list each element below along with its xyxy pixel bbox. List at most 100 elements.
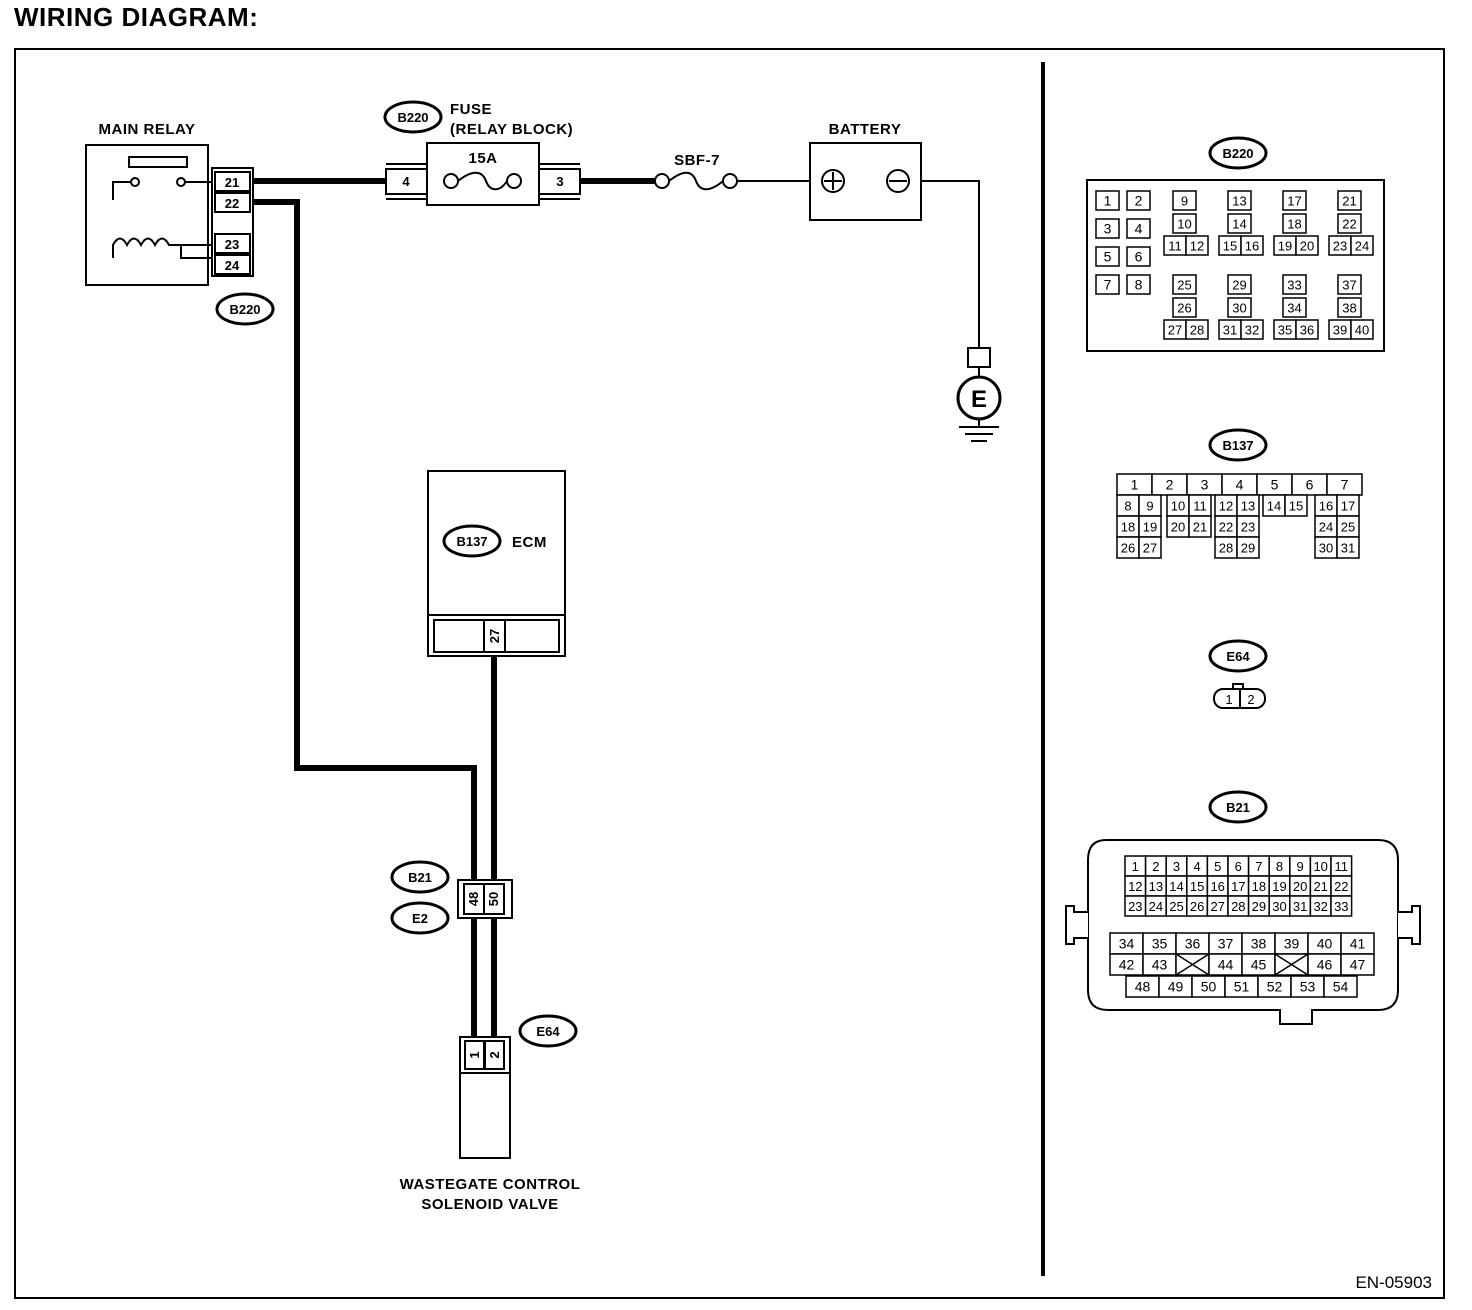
b21-pin-3-label: 3 [1173,859,1180,874]
b137-pin-13-label: 13 [1241,499,1255,514]
b220-pin-6-label: 6 [1135,249,1143,265]
b220-pin-39-label: 39 [1333,323,1347,338]
b137-pin-26-label: 26 [1121,541,1135,556]
battery-label: BATTERY [829,121,902,138]
b220-pin-30-cell [1227,297,1252,318]
b21-pin-33-cell [1330,895,1353,917]
b220-pin-40-label: 40 [1355,323,1369,338]
e64-view-id: E64 [1226,649,1250,664]
b220-pin-16-label: 16 [1245,239,1259,254]
b21-pin-54-label: 54 [1333,979,1349,995]
b137-pin-27-cell [1138,536,1162,559]
b137-pin-22-label: 22 [1219,520,1233,535]
ecm-pin-27-label: 27 [487,629,502,643]
ecm-pin-27 [483,619,506,653]
b137-pin-29-cell [1236,536,1260,559]
b21-pin-34-label: 34 [1119,936,1135,952]
b21-pin-29-label: 29 [1252,899,1266,914]
relay-connector-badge [215,292,275,326]
relay-switch-wire-left [112,181,131,200]
b137-pin-31-cell [1336,536,1360,559]
sbf-element-right [722,173,738,189]
wastegate-solenoid-valve: E64 1 2 WASTEGATE CONTROL SOLENOID VALVE [400,1014,580,1213]
b220-pin-24-label: 24 [1355,239,1369,254]
b21-view-latch-right [1398,905,1421,945]
ground-e: E [956,347,1002,442]
b220-pin-6-cell [1126,246,1151,267]
b137-pin-30-label: 30 [1319,541,1333,556]
relay-pin-22 [214,192,251,213]
b220-pin-25-cell [1172,274,1197,295]
b220-pin-9-label: 9 [1181,194,1188,209]
b137-pin-24-label: 24 [1319,520,1333,535]
relay-pin-21-label: 21 [225,175,239,190]
b21-view-latch-left [1065,905,1088,945]
relay-contact-bar [128,156,188,168]
relay-pin-23-label: 23 [225,237,239,252]
b220-pin-29-cell [1227,274,1252,295]
b21-view-badge [1208,790,1268,824]
b137-pin-16-label: 16 [1319,499,1333,514]
b137-pin-9-label: 9 [1146,499,1153,514]
b21-pin-43-label: 43 [1152,957,1168,973]
fuse-15a: B220 FUSE (RELAY BLOCK) 4 15A 3 [383,100,581,206]
solenoid-connector-badge [518,1014,578,1048]
b137-pin-4-label: 4 [1236,477,1244,493]
b220-pin-38-cell [1337,297,1362,318]
b21-pin-32-label: 32 [1313,899,1327,914]
b21-pin-2-label: 2 [1152,859,1159,874]
joint-connector-badge-top [390,860,450,894]
b21-view-id: B21 [1226,800,1250,815]
solenoid-pin-2-label: 2 [487,1051,502,1058]
b220-pin-4-cell [1126,218,1151,239]
fuse-connector-id: B220 [397,110,428,125]
b220-pin-32-label: 32 [1245,323,1259,338]
b21-pin-20-label: 20 [1293,879,1307,894]
b21-pin-4-label: 4 [1193,859,1200,874]
b21-pin-16-label: 16 [1210,879,1224,894]
ecm-label: ECM [512,534,547,551]
b137-pin-10-label: 10 [1171,499,1185,514]
b137-pin-27-label: 27 [1143,541,1157,556]
b220-pin-8-label: 8 [1135,277,1143,293]
b220-pin-14-label: 14 [1232,217,1246,232]
joint-pin-50 [483,883,505,915]
b137-pin-21-label: 21 [1193,520,1207,535]
b21-pin-42-label: 42 [1119,957,1135,973]
b220-pin-16-cell [1240,235,1264,256]
b21-pin-21-label: 21 [1313,879,1327,894]
b220-pin-37-cell [1337,274,1362,295]
b220-pin-17-cell [1282,190,1307,211]
b21-pin-48-label: 48 [1135,979,1151,995]
b220-pin-1-label: 1 [1104,193,1112,209]
b220-pin-8-cell [1126,274,1151,295]
b220-pin-2-cell [1126,190,1151,211]
b220-pin-3-label: 3 [1104,221,1112,237]
fuse-rating: 15A [468,150,497,167]
b220-view-id: B220 [1222,146,1253,161]
fuse-pin-4-label: 4 [402,174,410,189]
b21-pin-46-label: 46 [1317,957,1333,973]
b220-pin-11-label: 11 [1168,239,1182,254]
b220-pin-24-cell [1350,235,1374,256]
fuse-label: FUSE [450,101,492,118]
main-relay-label: MAIN RELAY [99,121,196,138]
b21-pin-45-label: 45 [1251,957,1267,973]
b137-pin-3-label: 3 [1201,477,1209,493]
b220-pin-28-cell [1185,319,1209,340]
b21-pin-37-label: 37 [1218,936,1234,952]
b21-pin-15-label: 15 [1190,879,1204,894]
b220-pin-5-label: 5 [1104,249,1112,265]
b220-pin-25-label: 25 [1177,278,1191,293]
sbf-7: SBF-7 [654,152,738,191]
b220-pin-4-label: 4 [1135,221,1143,237]
ecm-connector-badge [442,524,502,558]
b137-pin-28-label: 28 [1219,541,1233,556]
b220-pin-10-cell [1172,213,1197,234]
solenoid-sublabel: SOLENOID VALVE [421,1196,558,1213]
b137-pin-15-cell [1284,494,1308,517]
b21-pin-13-label: 13 [1149,879,1163,894]
